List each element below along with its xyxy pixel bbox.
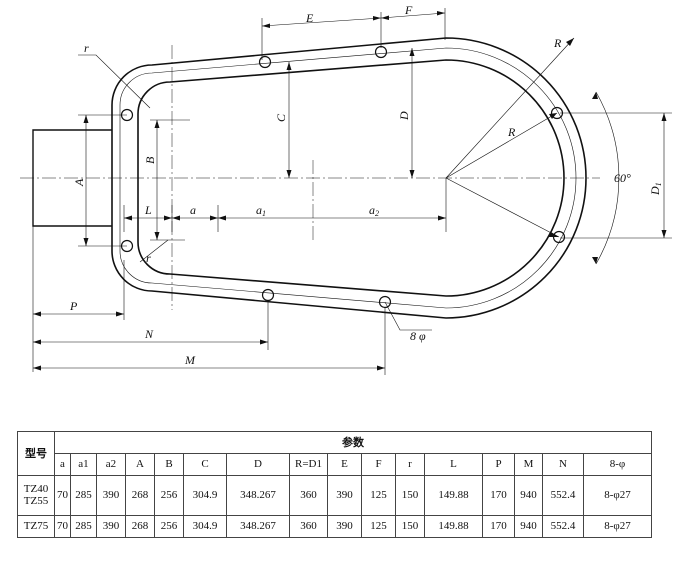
label-N: N (144, 327, 154, 341)
table-cell: 125 (361, 515, 396, 538)
table-cell: 149.88 (424, 475, 483, 516)
outer-outline (111, 37, 587, 319)
label-a2: a2 (369, 203, 379, 218)
table-cell: 70 (54, 475, 71, 516)
table-cell: 940 (514, 475, 543, 516)
col-E: E (327, 453, 362, 476)
label-a: a (190, 203, 196, 217)
bolt-holes (120, 45, 566, 309)
col-N: N (542, 453, 584, 476)
label-P: P (69, 299, 78, 313)
table-row: TZ40 TZ55 70 285 390 268 256 304.9 348.2… (17, 475, 652, 516)
table-cell: 150 (395, 515, 425, 538)
table-cell: 390 (96, 515, 126, 538)
label-holes: 8 φ (410, 329, 426, 343)
label-L: L (144, 203, 152, 217)
label-angle: 60° (614, 171, 631, 185)
table-row: TZ75 70 285 390 268 256 304.9 348.267 36… (17, 515, 652, 538)
label-D: D (397, 111, 411, 121)
table-cell: 8-φ27 (583, 515, 652, 538)
parameter-table: 型号 参数 a a1 a2 A B C D R=D1 E F r L P M N… (17, 431, 652, 538)
table-cell: 390 (327, 475, 362, 516)
center-lines (20, 45, 600, 310)
table-cell: 348.267 (226, 515, 290, 538)
col-L: L (424, 453, 483, 476)
table-cell: 268 (125, 475, 155, 516)
label-C: C (274, 113, 288, 122)
table-cell: 285 (70, 515, 97, 538)
col-a: a (54, 453, 71, 476)
table-cell: 170 (482, 515, 515, 538)
arrowheads (33, 11, 667, 371)
col-R-D1: R=D1 (289, 453, 328, 476)
dimension-lines (32, 8, 672, 375)
col-holes: 8-φ (583, 453, 652, 476)
col-a1: a1 (70, 453, 97, 476)
bolt-circle-line (119, 47, 577, 309)
table-cell: 150 (395, 475, 425, 516)
table-cell: 125 (361, 475, 396, 516)
table-cell: 70 (54, 515, 71, 538)
header-params: 参数 (54, 431, 652, 454)
col-F: F (361, 453, 396, 476)
dimension-labels: E F R R r r C D B A L a a1 a2 D1 60° 8 φ… (69, 3, 663, 367)
col-A: A (125, 453, 155, 476)
table-cell: 149.88 (424, 515, 483, 538)
label-a1: a1 (256, 203, 266, 218)
table-cell: 8-φ27 (583, 475, 652, 516)
label-D1: D1 (648, 182, 663, 196)
table-cell: 304.9 (183, 515, 227, 538)
col-a2: a2 (96, 453, 126, 476)
model-cell: TZ40 TZ55 (17, 475, 55, 516)
label-r-bottom: r (146, 251, 151, 265)
label-F: F (404, 3, 413, 17)
label-M: M (184, 353, 196, 367)
label-E: E (305, 11, 314, 25)
table-cell: 348.267 (226, 475, 290, 516)
col-D: D (226, 453, 290, 476)
label-B: B (143, 156, 157, 164)
model-cell: TZ75 (17, 515, 55, 538)
col-r: r (395, 453, 425, 476)
col-P: P (482, 453, 515, 476)
label-R-mid: R (507, 125, 516, 139)
inner-outline (137, 59, 565, 297)
table-cell: 170 (482, 475, 515, 516)
table-cell: 285 (70, 475, 97, 516)
col-M: M (514, 453, 543, 476)
table-cell: 552.4 (542, 515, 584, 538)
header-model: 型号 (17, 431, 55, 476)
table-cell: 360 (289, 475, 328, 516)
flange-drawing: E F R R r r C D B A L a a1 a2 D1 60° 8 φ… (20, 3, 672, 375)
table-cell: 256 (154, 515, 184, 538)
table-cell: 390 (327, 515, 362, 538)
col-B: B (154, 453, 184, 476)
label-r-top: r (84, 41, 89, 55)
table-cell: 256 (154, 475, 184, 516)
label-A: A (72, 178, 86, 187)
table-cell: 304.9 (183, 475, 227, 516)
label-R-top: R (553, 36, 562, 50)
table-cell: 360 (289, 515, 328, 538)
table-cell: 940 (514, 515, 543, 538)
table-cell: 552.4 (542, 475, 584, 516)
table-cell: 268 (125, 515, 155, 538)
table-cell: 390 (96, 475, 126, 516)
col-C: C (183, 453, 227, 476)
